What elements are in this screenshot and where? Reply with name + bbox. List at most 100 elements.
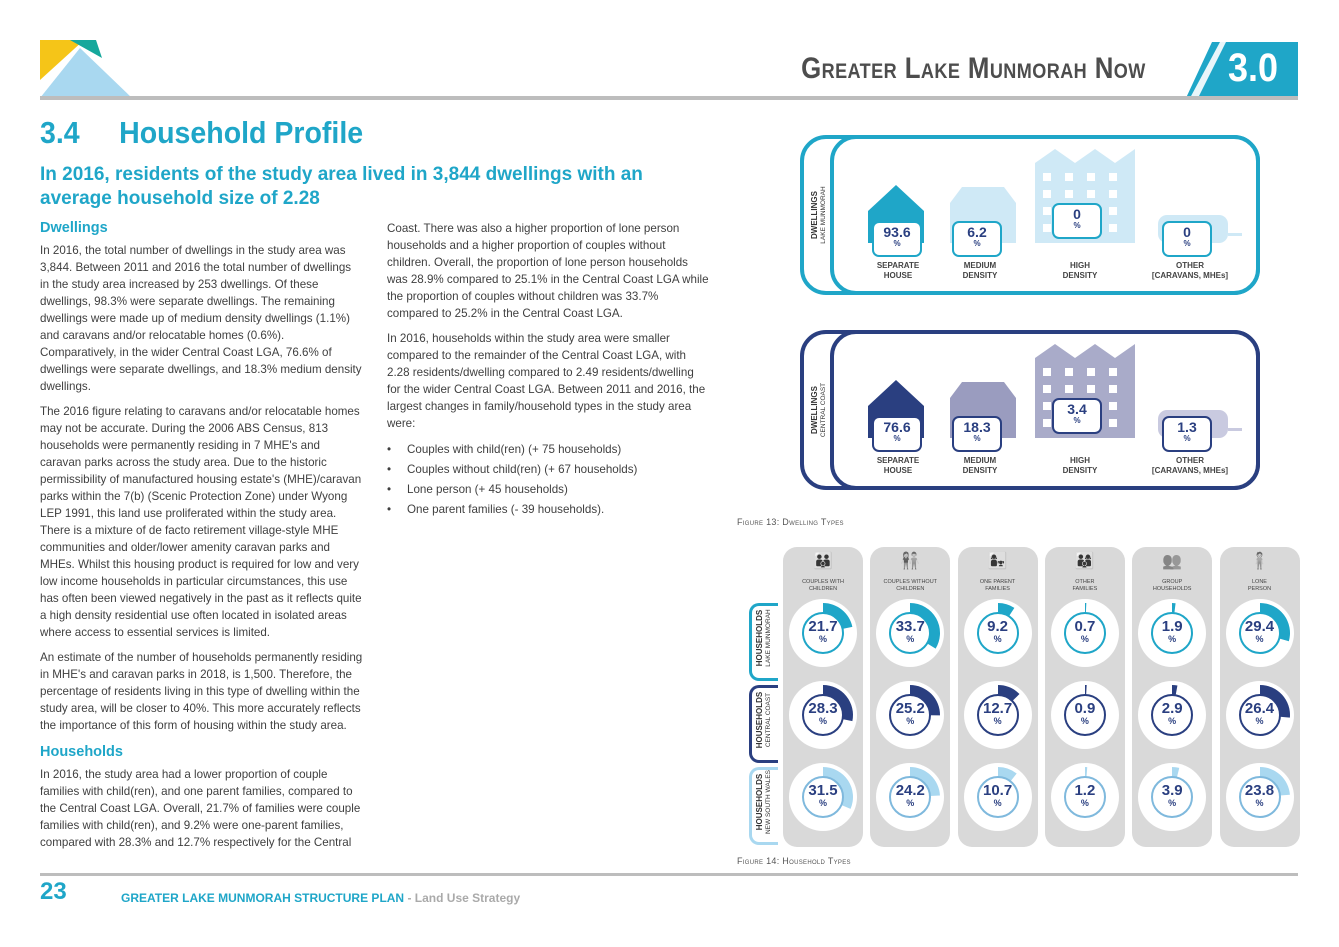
percent-sign: % [973,239,981,248]
percent-sign: % [1073,416,1081,425]
donut-segment [997,685,1020,702]
window-shape [1109,224,1117,232]
donut-segment [1259,767,1290,796]
donut-value: 24.2% [880,783,940,809]
donut-number: 28.3 [808,700,838,717]
type-label-line: HOUSE [883,271,913,280]
window-shape [1065,173,1073,181]
household-label-line: COUPLES WITH [802,579,844,585]
donut-hole [976,694,1019,736]
donut-segment [1259,603,1290,642]
percent-sign: % [1255,634,1264,644]
household-donut [1050,763,1119,831]
household-label-line: HOUSEHOLDS [1152,586,1192,592]
dwellings-heading: Dwellings [40,220,108,236]
household-label-line: CHILDREN [896,586,925,592]
donut-value: 29.4% [1230,619,1290,645]
household-donut [876,599,945,667]
people-icon: 👩‍👧 [987,553,1008,570]
panel-label: DWELLINGS [810,386,819,434]
figure-14-caption: Figure 14: Household Types [737,856,851,866]
donut-number: 10.7 [982,782,1013,799]
row-label-bar [749,767,778,845]
document-title: Greater Lake Munmorah Now [801,52,1146,85]
dwelling-value: 1.3 [1177,419,1197,435]
percent-sign: % [1168,634,1177,644]
percent-sign: % [1080,716,1089,726]
donut-value: 31.5% [793,783,853,809]
window-shape [1043,190,1051,198]
dwelling-value-bubble: 93.6% [872,221,922,257]
household-donut [1050,681,1119,749]
window-shape [1087,173,1095,181]
donut-value: 28.3% [793,701,853,727]
donut-segment [1172,685,1178,696]
figure-13-caption: Figure 13: Dwelling Types [737,517,844,527]
donut-number: 9.2 [987,618,1009,635]
donut-segment [910,685,941,716]
donut-hole [1063,612,1106,654]
percent-sign: % [1168,798,1177,808]
row-sublabel: LAKE MUNMORAH [765,609,772,667]
row-sublabel: NEW SOUTH WALES [765,769,772,835]
type-label-line: DENSITY [962,271,998,280]
donut-number: 23.8 [1244,782,1275,799]
household-donut [876,763,945,831]
paragraph: In 2016, the total number of dwellings i… [40,244,362,393]
window-shape [1109,368,1117,376]
row-label-bar [749,685,778,763]
dwelling-value: 76.6 [883,419,911,435]
donut-hole [1063,694,1106,736]
percent-sign: % [993,634,1002,644]
donut-value: 12.7% [968,701,1028,727]
donut-value: 9.2% [968,619,1028,645]
donut-value: 21.7% [793,619,853,645]
donut-number: 0.9 [1074,700,1096,717]
list-item: Couples with child(ren) (+ 75 households… [387,440,709,460]
window-shape [1043,385,1051,393]
percent-sign: % [906,798,915,808]
percent-sign: % [818,798,827,808]
dwelling-value: 3.4 [1067,401,1087,417]
donut-value: 33.7% [880,619,940,645]
percent-sign: % [1255,716,1264,726]
percent-sign: % [1080,634,1089,644]
dwelling-value-bubble: 0% [1052,203,1102,239]
household-donut [1225,599,1294,667]
donut-number: 24.2 [895,782,925,799]
window-shape [1109,402,1117,410]
household-donut [1138,599,1207,667]
household-label-line: FAMILIES [1072,586,1098,592]
donut-hole [1238,694,1281,736]
percent-sign: % [1255,798,1264,808]
footer-rule [40,873,1298,876]
household-donut [1225,681,1294,749]
dwelling-value: 6.2 [967,224,987,240]
type-label-line: HOUSE [883,466,913,475]
donut-number: 1.2 [1074,782,1096,799]
type-label-line: DENSITY [962,466,998,475]
caravan-hitch [1228,233,1242,236]
household-label-line: CHILDREN [808,586,838,592]
section-tab [1186,42,1298,98]
section-heading-title: Household Profile [119,115,364,150]
household-label-line: LONE [1252,579,1267,585]
household-label-line: GROUP [1162,579,1183,585]
donut-hole [976,612,1019,654]
donut-segment [910,767,941,796]
donut-hole [802,694,844,736]
window-shape [1043,419,1051,427]
percent-sign: % [993,798,1002,808]
window-shape [1043,173,1051,181]
